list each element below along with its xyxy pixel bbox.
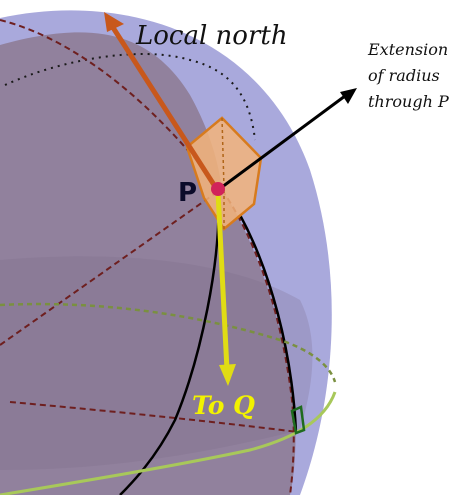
tangent-plane-fold [221, 117, 225, 229]
point-p-marker [211, 182, 225, 196]
meridian-through-p [119, 191, 220, 495]
sphere-front-shade [0, 32, 296, 495]
dashed-lower-line [9, 401, 299, 433]
radius-extension-arrow-shaft [217, 94, 346, 192]
point-p-label: P [178, 178, 197, 208]
equator-arc-back [0, 302, 337, 383]
extension-label-line-3: through P [368, 92, 449, 111]
local-north-arrowhead [104, 12, 124, 32]
radius-extension-arrowhead [340, 88, 357, 104]
right-angle-marker [290, 405, 306, 435]
extension-label-line-1: Extension [367, 40, 448, 59]
upper-latitude-dotted [4, 53, 256, 141]
to-q-label: To Q [192, 391, 255, 420]
local-north-label: Local north [135, 21, 288, 51]
to-q-arrow-shaft [215, 191, 230, 371]
dashed-meridian-left [0, 189, 221, 346]
equator-arc-front [0, 391, 337, 495]
extension-label-line-2: of radius [368, 66, 440, 85]
meridian-right [238, 214, 298, 433]
dashed-meridian-right [221, 189, 295, 495]
to-q-arrowhead [219, 364, 236, 386]
local-north-arrow-shaft [109, 24, 219, 190]
